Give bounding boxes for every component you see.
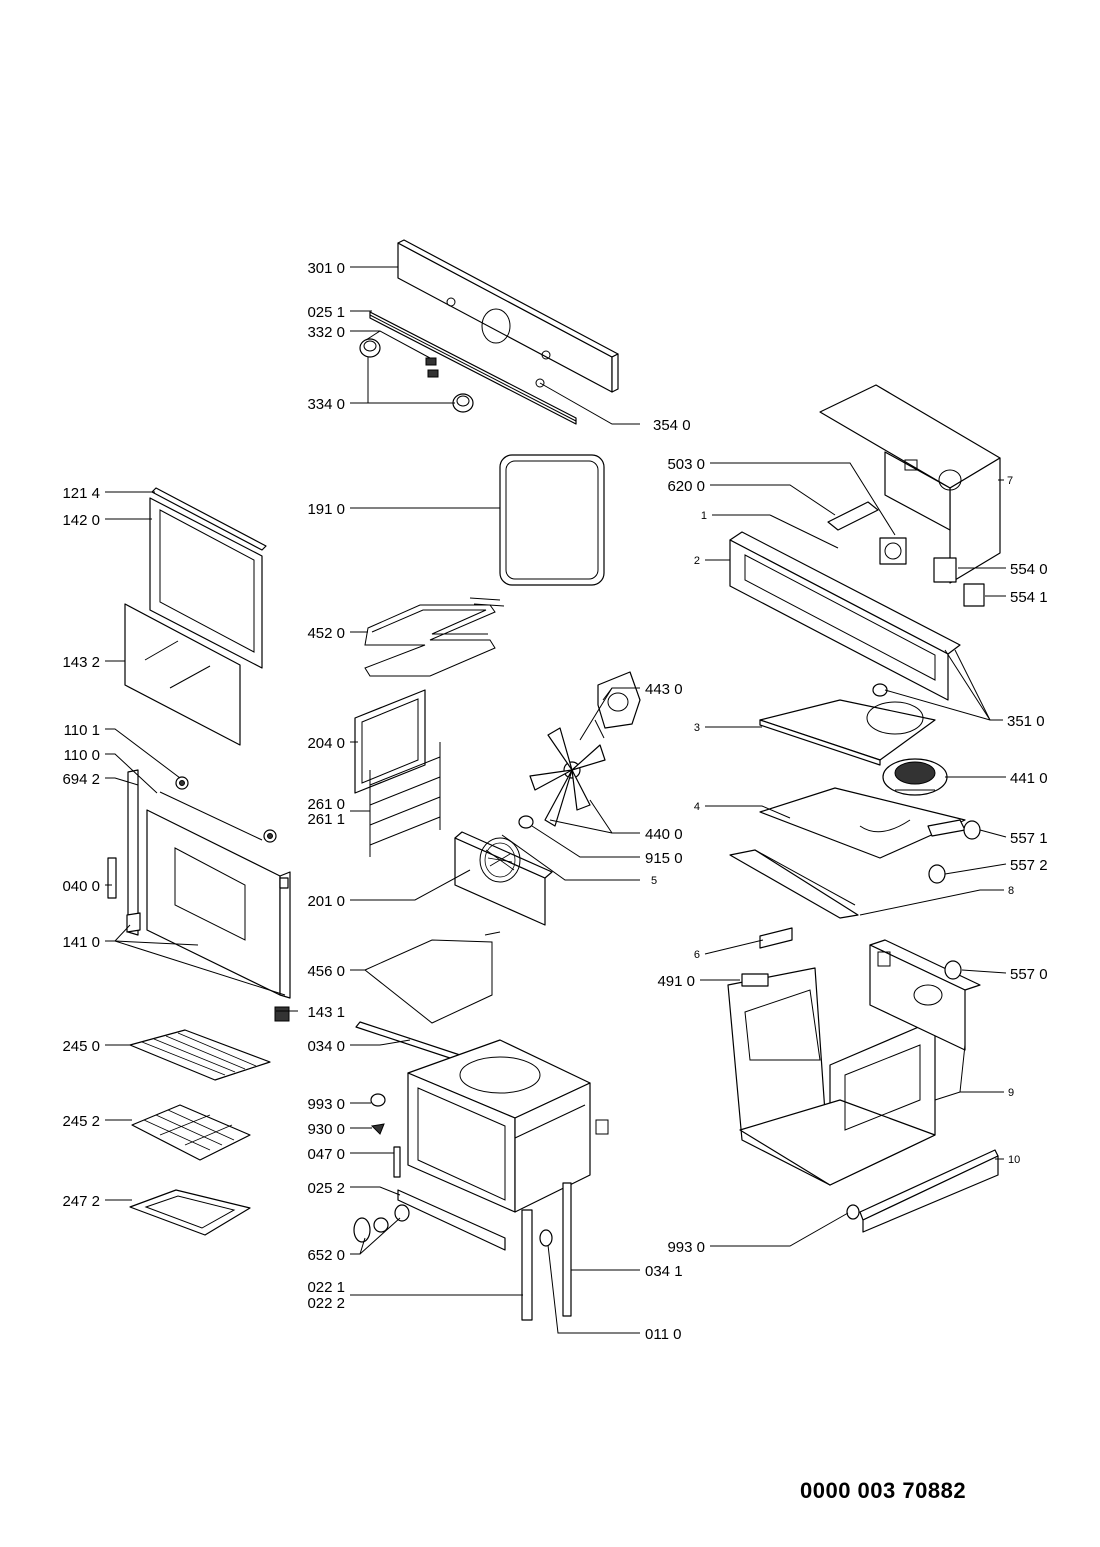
control-knob-part [359, 338, 545, 413]
callout-440-0: 440 0 [645, 826, 683, 843]
callout-993-0: 993 0 [307, 1096, 345, 1113]
door-hinge-parts [107, 769, 277, 936]
door-seal-part [499, 454, 605, 586]
callout-011-0: 011 0 [645, 1326, 681, 1343]
callout-110-0: 110 0 [64, 747, 100, 764]
bottom-rail-part [846, 1149, 999, 1233]
fan-motor-assembly-part [882, 758, 948, 796]
leader-lines [105, 266, 1007, 1334]
callout-491-0: 491 0 [657, 973, 695, 990]
callout-694-2: 694 2 [62, 771, 100, 788]
callout-261-1: 261 1 [307, 811, 345, 828]
control-panel-part [397, 239, 619, 393]
control-module-parts [827, 501, 985, 607]
callout-141-0: 141 0 [62, 934, 100, 951]
callout-554-0: 554 0 [1010, 561, 1048, 578]
callout-554-1: 554 1 [1010, 589, 1048, 606]
shelf-guide-part [369, 742, 441, 857]
callout-2: 2 [694, 555, 700, 567]
callout-503-0: 503 0 [667, 456, 705, 473]
base-plate-part [729, 787, 966, 919]
control-panel-bracket-part [369, 311, 577, 425]
inner-glass-part [124, 603, 241, 746]
callout-10: 10 [1008, 1154, 1020, 1166]
thermostat-parts [927, 819, 981, 884]
side-trim-strip-part [355, 1021, 461, 1061]
callout-025-2: 025 2 [307, 1180, 345, 1197]
door-upper-part [149, 487, 267, 669]
fan-cover-part [454, 831, 553, 926]
callout-443-0: 443 0 [645, 681, 683, 698]
callout-201-0: 201 0 [307, 893, 345, 910]
callout-3: 3 [694, 722, 700, 734]
grill-rack-part [131, 1104, 251, 1161]
callout-143-2: 143 2 [62, 654, 100, 671]
callout-7: 7 [1007, 475, 1013, 487]
lower-heating-element-part [364, 931, 501, 1024]
callout-557-1: 557 1 [1010, 830, 1048, 847]
oven-cavity-part [407, 1039, 609, 1213]
callout-452-0: 452 0 [307, 625, 345, 642]
callout-025-1: 025 1 [307, 304, 345, 321]
callout-334-0: 334 0 [307, 396, 345, 413]
callout-915-0: 915 0 [645, 850, 683, 867]
callout-143-1: 143 1 [307, 1004, 345, 1021]
callout-034-0: 034 0 [307, 1038, 345, 1055]
oven-rack-part [129, 1029, 271, 1081]
fan-motor-part [518, 671, 641, 829]
document-number: 0000 003 70882 [800, 1478, 967, 1503]
oven-bottom-parts [353, 1093, 572, 1321]
callout-6: 6 [694, 949, 700, 961]
callout-9: 9 [1008, 1087, 1014, 1099]
callout-142-0: 142 0 [62, 512, 100, 529]
callout-245-2: 245 2 [62, 1113, 100, 1130]
callout-557-0: 557 0 [1010, 966, 1048, 983]
callout-labels: 301 0 025 1 332 0 334 0 354 0 121 4 142 … [62, 260, 1047, 1343]
callout-121-4: 121 4 [62, 485, 100, 502]
callout-351-0: 351 0 [1007, 713, 1045, 730]
outer-casing-part [727, 967, 936, 1186]
callout-332-0: 332 0 [307, 324, 345, 341]
callout-261-0: 261 0 [307, 796, 345, 813]
callout-047-0: 047 0 [307, 1146, 345, 1163]
top-cover-part [819, 384, 1001, 584]
callout-557-2: 557 2 [1010, 857, 1048, 874]
outer-door-part [146, 809, 291, 1022]
callout-930-0: 930 0 [307, 1121, 345, 1138]
callout-191-0: 191 0 [307, 501, 345, 518]
callout-022-1: 022 1 [307, 1279, 345, 1296]
callout-247-2: 247 2 [62, 1193, 100, 1210]
callout-040-0: 040 0 [62, 878, 100, 895]
callout-301-0: 301 0 [307, 260, 345, 277]
callout-022-2: 022 2 [307, 1295, 345, 1312]
rack-support-part [354, 689, 426, 794]
rear-panel-part [759, 927, 981, 1051]
callout-620-0: 620 0 [667, 478, 705, 495]
callout-245-0: 245 0 [62, 1038, 100, 1055]
callout-8: 8 [1008, 885, 1014, 897]
baking-tray-part [129, 1189, 251, 1236]
air-duct-part [759, 683, 936, 766]
callout-1: 1 [701, 510, 707, 522]
callout-5: 5 [651, 875, 657, 887]
callout-034-1: 034 1 [645, 1263, 683, 1280]
callout-204-0: 204 0 [307, 735, 345, 752]
callout-4: 4 [694, 801, 700, 813]
callout-652-0: 652 0 [307, 1247, 345, 1264]
callout-441-0: 441 0 [1010, 770, 1048, 787]
callout-354-0: 354 0 [653, 417, 691, 434]
heating-element-part [364, 597, 505, 677]
callout-110-1: 110 1 [64, 722, 100, 739]
callout-456-0: 456 0 [307, 963, 345, 980]
rear-frame-part [729, 531, 961, 701]
callout-993-0-right: 993 0 [667, 1239, 705, 1256]
